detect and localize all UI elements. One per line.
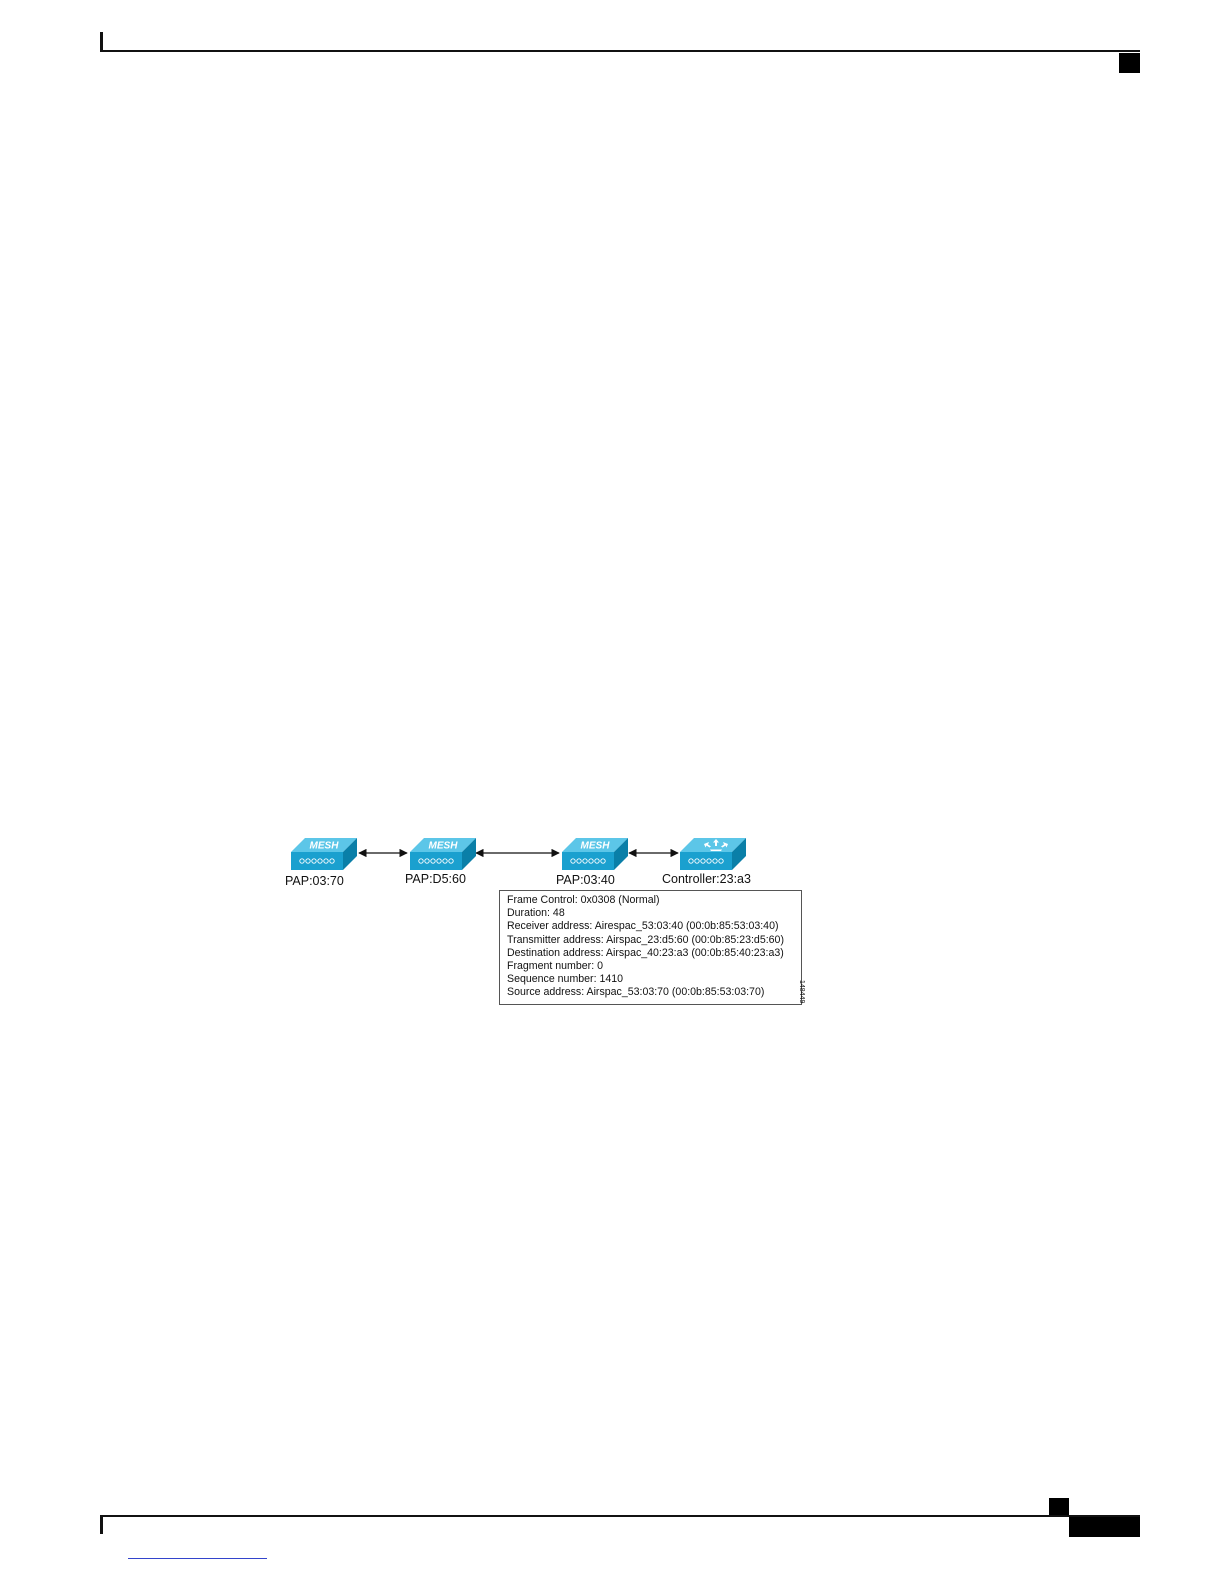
mesh-badge-text: MESH: [310, 841, 340, 852]
header-rule: [100, 50, 1140, 52]
node-label-pap-d560: PAP:D5:60: [405, 872, 466, 886]
controller-arrows-icon: [704, 839, 728, 851]
controller-icon: [680, 838, 746, 870]
footer-corner-marker: [1049, 1498, 1069, 1515]
diagram-graphics: MESH MESH MESH: [291, 838, 746, 870]
mesh-badge-text: MESH: [581, 841, 611, 852]
header-corner-marker: [1119, 53, 1140, 73]
node-label-pap-0370: PAP:03:70: [285, 874, 344, 888]
mesh-badge-text: MESH: [429, 841, 459, 852]
frame-info-line: Fragment number: 0: [507, 960, 603, 973]
footer-link-underline[interactable]: [128, 1558, 267, 1559]
header-tick-mark: [100, 32, 103, 52]
mesh-ap-icon: MESH: [562, 838, 628, 870]
node-label-pap-0340: PAP:03:40: [556, 873, 615, 887]
frame-info-line: Destination address: Airspac_40:23:a3 (0…: [507, 946, 784, 959]
frame-info-line: Source address: Airspac_53:03:70 (00:0b:…: [507, 986, 765, 999]
frame-info-line: Sequence number: 1410: [507, 973, 624, 986]
frame-info-line: Receiver address: Airespac_53:03:40 (00:…: [507, 920, 779, 933]
frame-info-line: Duration: 48: [507, 907, 565, 920]
mesh-ap-icon: MESH: [410, 838, 476, 870]
footer-rule: [100, 1515, 1140, 1517]
frame-info-line: Frame Control: 0x0308 (Normal): [507, 894, 660, 906]
mesh-ap-icon: MESH: [291, 838, 357, 870]
footer-tick-mark: [100, 1515, 103, 1534]
mesh-frame-diagram: MESH MESH MESH: [280, 830, 830, 1015]
node-label-controller: Controller:23:a3: [662, 872, 751, 886]
figure-id: 148449: [798, 980, 805, 1004]
footer-page-bar: [1069, 1517, 1140, 1537]
frame-info-line: Transmitter address: Airspac_23:d5:60 (0…: [507, 933, 784, 946]
frame-info-box: Frame Control: 0x0308 (Normal) Duration:…: [499, 890, 802, 1005]
